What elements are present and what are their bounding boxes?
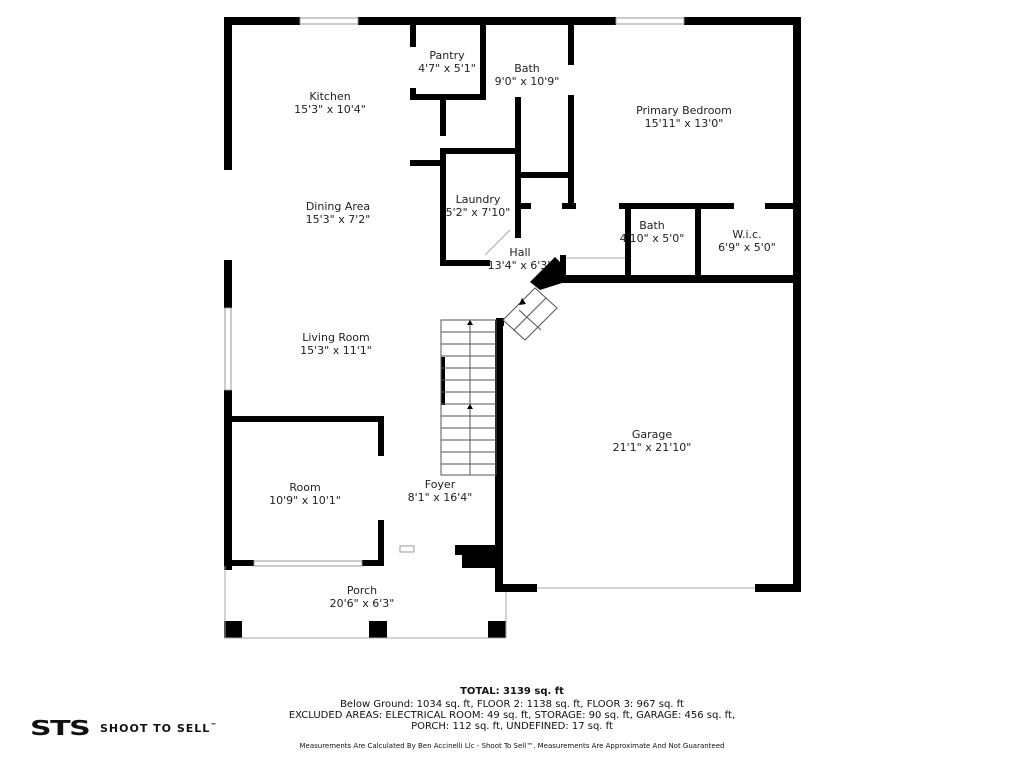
thin-lines	[224, 229, 755, 639]
room-dims: 9'0" x 10'9"	[494, 75, 560, 88]
room-wic: W.i.c. 6'9" x 5'0"	[718, 228, 776, 254]
room-name: Primary Bedroom	[636, 104, 732, 117]
stair-arrows	[467, 298, 526, 409]
room-dims: 15'11" x 13'0"	[644, 117, 724, 130]
room-dims: 13'4" x 6'3"	[487, 259, 553, 272]
room-dims: 15'3" x 11'1"	[300, 344, 372, 357]
trademark-symbol: ™	[210, 721, 218, 729]
room-room: Room 10'9" x 10'1"	[269, 481, 341, 507]
room-dims: 21'1" x 21'10"	[612, 441, 692, 454]
room-name: W.i.c.	[732, 228, 762, 241]
room-living-room: Living Room 15'3" x 11'1"	[300, 331, 372, 357]
room-porch: Porch 20'6" x 6'3"	[330, 584, 395, 610]
total-area: TOTAL: 3139 sq. ft	[460, 686, 564, 697]
room-dims: 10'9" x 10'1"	[269, 494, 341, 507]
room-bath-upper: Bath 9'0" x 10'9"	[495, 62, 560, 88]
room-dims: 8'1" x 16'4"	[407, 491, 473, 504]
room-bath-small: Bath 4'10" x 5'0"	[620, 219, 685, 245]
room-dims: 15'3" x 7'2"	[305, 213, 371, 226]
room-dining-area: Dining Area 15'3" x 7'2"	[306, 200, 371, 226]
room-name: Bath	[639, 219, 665, 232]
room-primary-bedroom: Primary Bedroom 15'11" x 13'0"	[636, 104, 732, 130]
room-laundry: Laundry 5'2" x 7'10"	[446, 193, 511, 219]
room-dims: 4'7" x 5'1"	[418, 62, 476, 75]
room-name: Porch	[346, 584, 378, 597]
room-name: Pantry	[429, 49, 465, 62]
room-foyer: Foyer 8'1" x 16'4"	[408, 478, 473, 504]
room-name: Foyer	[424, 478, 456, 491]
room-dims: 20'6" x 6'3"	[329, 597, 395, 610]
room-dims: 15'3" x 10'4"	[294, 103, 366, 116]
room-name: Bath	[514, 62, 540, 75]
room-dims: 4'10" x 5'0"	[619, 232, 685, 245]
room-kitchen: Kitchen 15'3" x 10'4"	[294, 90, 366, 116]
room-name: Hall	[509, 246, 531, 259]
room-name: Laundry	[455, 193, 501, 206]
sts-logo: STS SHOOT TO SELL™	[30, 716, 217, 740]
floor-plan	[224, 17, 801, 639]
stairs	[440, 287, 558, 476]
room-name: Room	[289, 481, 321, 494]
room-pantry: Pantry 4'7" x 5'1"	[418, 49, 476, 75]
floor-area-breakdown: Below Ground: 1034 sq. ft, FLOOR 2: 1138…	[340, 699, 684, 710]
room-name: Garage	[631, 428, 673, 441]
disclaimer: Measurements Are Calculated By Ben Accin…	[299, 742, 725, 750]
room-hall: Hall 13'4" x 6'3"	[488, 246, 553, 272]
windows	[224, 17, 685, 567]
excluded-areas-line1: EXCLUDED AREAS: ELECTRICAL ROOM: 49 sq. …	[288, 710, 736, 721]
walls	[224, 17, 801, 638]
sts-logo-mark: STS	[30, 716, 91, 740]
room-name: Dining Area	[305, 200, 371, 213]
room-dims: 6'9" x 5'0"	[718, 241, 776, 254]
excluded-areas-line2: PORCH: 112 sq. ft, UNDEFINED: 17 sq. ft	[411, 721, 613, 732]
room-garage: Garage 21'1" x 21'10"	[613, 428, 692, 454]
room-name: Living Room	[302, 331, 370, 344]
logo-wordmark: SHOOT TO SELL	[100, 721, 211, 735]
sts-logo-text: SHOOT TO SELL™	[100, 722, 217, 735]
room-dims: 5'2" x 7'10"	[445, 206, 511, 219]
room-name: Kitchen	[309, 90, 351, 103]
